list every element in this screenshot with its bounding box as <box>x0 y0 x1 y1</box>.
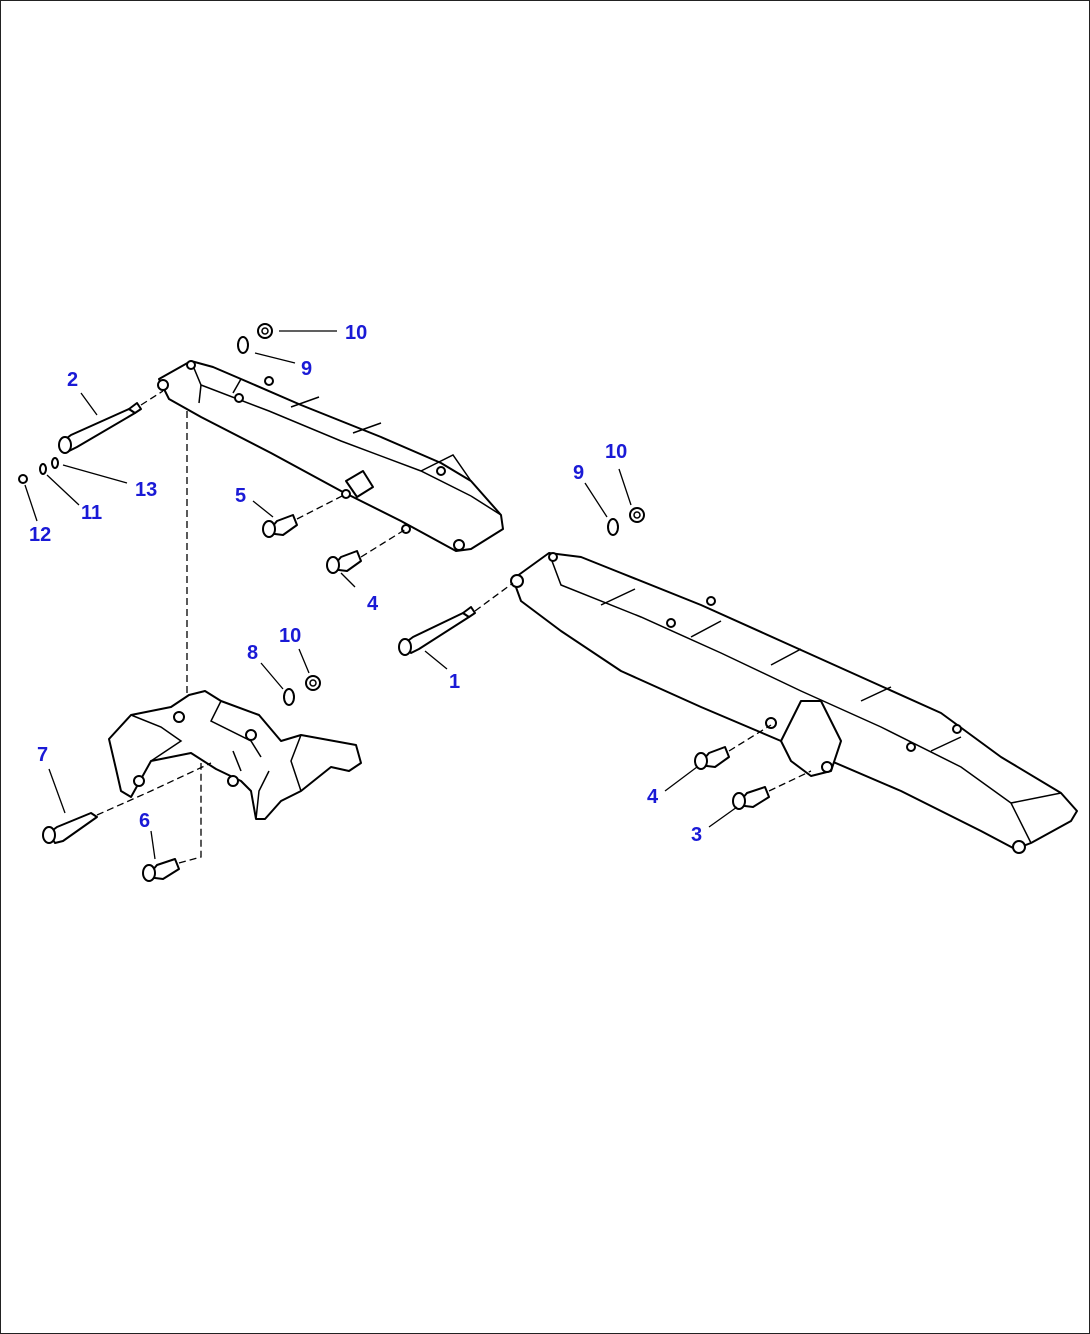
pin-1 <box>398 606 476 656</box>
callout-9: 9 <box>573 462 584 484</box>
callouts: 10 9 2 13 11 12 5 4 10 9 1 8 10 7 6 4 3 <box>29 322 702 846</box>
callout-10: 10 <box>279 625 301 647</box>
callout-10: 10 <box>605 441 627 463</box>
pin-5 <box>262 514 298 538</box>
callout-8: 8 <box>247 642 258 664</box>
callout-7: 7 <box>37 744 48 766</box>
pin-3 <box>732 786 770 810</box>
pin-4-lower <box>694 746 730 770</box>
callout-10: 10 <box>345 322 367 344</box>
callout-12: 12 <box>29 524 51 546</box>
bracket-head <box>108 690 362 820</box>
callout-4: 4 <box>647 786 659 808</box>
pin-6 <box>142 858 180 882</box>
callout-1: 1 <box>449 671 460 693</box>
assembly-lines <box>96 390 812 864</box>
pin-2 <box>58 402 142 454</box>
long-arm <box>510 552 1078 854</box>
pin-4-upper <box>326 550 362 574</box>
callout-5: 5 <box>235 485 246 507</box>
callout-13: 13 <box>135 479 157 501</box>
callout-6: 6 <box>139 810 150 832</box>
pin-7 <box>42 812 98 844</box>
callout-3: 3 <box>691 824 702 846</box>
hardware <box>18 323 645 706</box>
callout-2: 2 <box>67 369 78 391</box>
callout-9: 9 <box>301 358 312 380</box>
upper-arm <box>157 360 504 552</box>
leader-lines <box>24 330 738 860</box>
callout-4: 4 <box>367 593 379 615</box>
callout-11: 11 <box>81 502 102 524</box>
